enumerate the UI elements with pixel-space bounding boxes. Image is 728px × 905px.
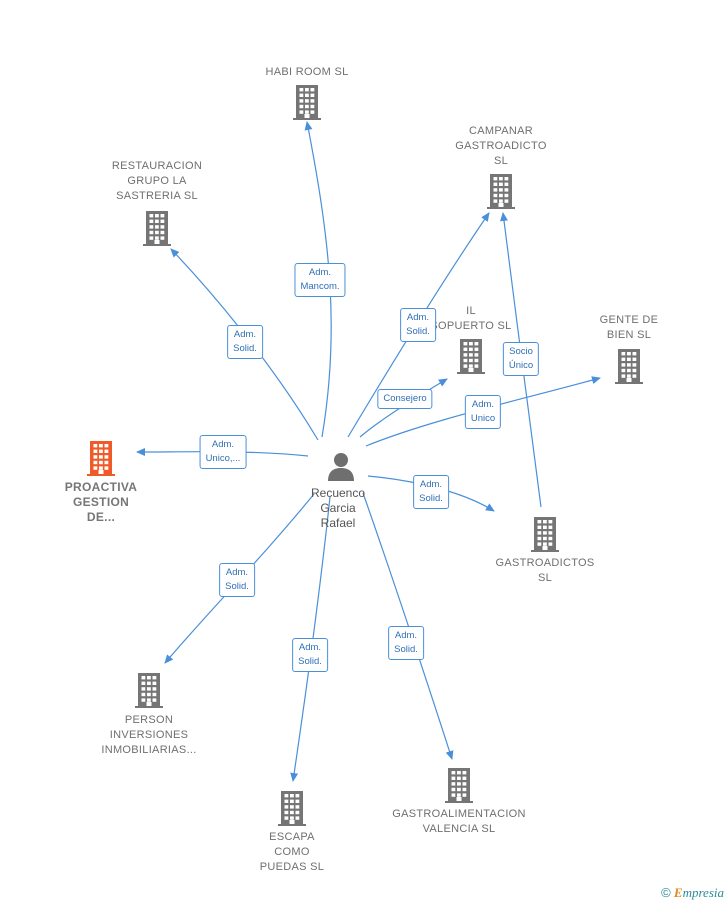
building-icon[interactable] — [276, 790, 308, 826]
building-icon[interactable] — [141, 210, 173, 246]
edge-label-restauracion[interactable]: Adm. Solid. — [227, 325, 263, 359]
company-label-gastroalimentacion[interactable]: GASTROALIMENTACION VALENCIA SL — [392, 808, 526, 835]
edge-label-sopuerto[interactable]: Consejero — [377, 389, 433, 409]
building-icon[interactable] — [529, 516, 561, 552]
person-icon[interactable] — [325, 450, 357, 482]
building-icon[interactable] — [133, 672, 165, 708]
company-label-gente[interactable]: GENTE DE BIEN SL — [599, 314, 659, 341]
building-icon[interactable] — [455, 338, 487, 374]
building-icon[interactable] — [485, 173, 517, 209]
company-label-gastroadictos[interactable]: GASTROADICTOS SL — [495, 557, 595, 584]
building-icon[interactable] — [443, 767, 475, 803]
copyright-symbol: © — [661, 885, 671, 900]
edge-label-escapa[interactable]: Adm. Solid. — [292, 638, 328, 672]
edge-center-gastroalimentacion — [362, 492, 454, 760]
edge-label-proactiva[interactable]: Adm. Unico,... — [199, 435, 247, 469]
company-label-person[interactable]: PERSON INVERSIONES INMOBILIARIAS... — [101, 714, 197, 756]
company-label-proactiva[interactable]: PROACTIVA GESTION DE... — [64, 480, 138, 524]
edge-label-campanar[interactable]: Adm. Solid. — [400, 308, 436, 342]
center-person-label[interactable]: Recuenco Garcia Rafael — [310, 486, 366, 530]
brand-footer: © Empresia — [661, 885, 724, 901]
building-icon[interactable] — [291, 84, 323, 120]
brand-name: mpresia — [682, 885, 724, 900]
company-label-habi[interactable]: HABI ROOM SL — [265, 66, 349, 78]
edge-label-habi[interactable]: Adm. Mancom. — [294, 263, 346, 297]
company-label-escapa[interactable]: ESCAPA COMO PUEDAS SL — [259, 831, 325, 873]
brand-initial: E — [673, 885, 683, 900]
company-label-campanar[interactable]: CAMPANAR GASTROADICTO SL — [455, 125, 547, 167]
company-label-restauracion[interactable]: RESTAURACION GRUPO LA SASTRERIA SL — [111, 160, 203, 202]
edge-label-gente[interactable]: Adm. Unico — [464, 395, 502, 429]
edge-label-person[interactable]: Adm. Solid. — [219, 563, 255, 597]
edge-label-gastroadictos[interactable]: Adm. Solid. — [413, 475, 449, 509]
building-icon[interactable] — [613, 348, 645, 384]
edge-label-campanar[interactable]: Socio Único — [502, 342, 540, 376]
building-icon[interactable] — [85, 440, 117, 476]
company-label-sopuerto[interactable]: IL SOPUERTO SL — [430, 305, 512, 332]
edge-label-gastroalimentacion[interactable]: Adm. Solid. — [388, 626, 424, 660]
